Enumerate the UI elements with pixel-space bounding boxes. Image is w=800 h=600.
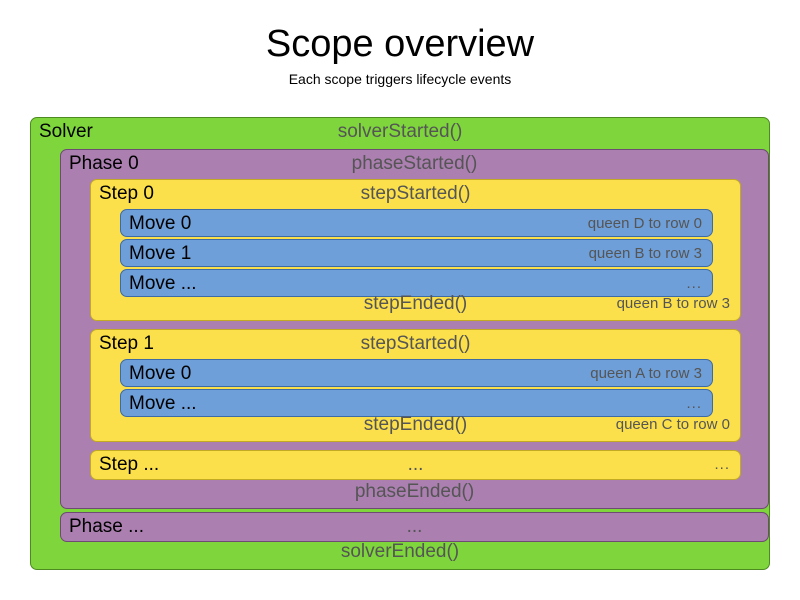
move-label: Move 1	[129, 243, 192, 264]
move-row: Move 1 queen B to row 3	[121, 240, 712, 268]
phase-ellipsis-label: Phase ...	[69, 516, 144, 537]
step-1-footer-row: stepEnded() queen C to row 0	[91, 410, 740, 439]
solver-header-row: Solver solverStarted()	[31, 118, 769, 146]
solver-scope[interactable]: Solver solverStarted() Phase 0 phaseStar…	[30, 117, 770, 570]
step-0-scope[interactable]: Step 0 stepStarted() Move 0 queen D to r…	[90, 179, 741, 321]
phase-0-scope[interactable]: Phase 0 phaseStarted() Step 0 stepStarte…	[60, 149, 769, 509]
phase-0-started-event: phaseStarted()	[351, 153, 478, 174]
move-value: queen D to row 0	[587, 215, 702, 232]
step-ellipsis-event: ...	[407, 454, 424, 475]
step-1-move-ellipsis[interactable]: Move ... ...	[120, 389, 713, 417]
step-1-scope[interactable]: Step 1 stepStarted() Move 0 queen A to r…	[90, 329, 741, 442]
move-value: queen A to row 3	[590, 365, 702, 382]
step-0-move-1[interactable]: Move 1 queen B to row 3	[120, 239, 713, 267]
step-ellipsis-value: ...	[714, 456, 730, 473]
move-row: Move ... ...	[121, 390, 712, 418]
step-0-ended-value: queen B to row 3	[616, 295, 730, 312]
move-value: ...	[686, 275, 702, 292]
step-0-ended-event: stepEnded()	[363, 293, 468, 314]
scope-overview-diagram: Solver solverStarted() Phase 0 phaseStar…	[30, 117, 770, 570]
step-1-move-0[interactable]: Move 0 queen A to row 3	[120, 359, 713, 387]
move-label: Move 0	[129, 363, 192, 384]
step-ellipsis-label: Step ...	[99, 454, 160, 475]
step-0-label: Step 0	[99, 183, 154, 204]
page-subtitle: Each scope triggers lifecycle events	[288, 71, 512, 87]
solver-ended-event: solverEnded()	[340, 541, 460, 562]
step-1-ended-event: stepEnded()	[363, 414, 468, 435]
phase-0-header-row: Phase 0 phaseStarted()	[61, 150, 768, 178]
step-1-header-row: Step 1 stepStarted()	[91, 330, 740, 358]
phase-0-label: Phase 0	[69, 153, 139, 174]
step-1-ended-value: queen C to row 0	[615, 416, 730, 433]
page-title: Scope overview	[265, 23, 535, 65]
move-row: Move 0 queen D to row 0	[121, 210, 712, 238]
step-0-started-event: stepStarted()	[360, 183, 471, 204]
solver-started-event: solverStarted()	[337, 121, 463, 142]
step-1-label: Step 1	[99, 333, 154, 354]
step-0-move-ellipsis[interactable]: Move ... ...	[120, 269, 713, 297]
phase-0-footer-row: phaseEnded()	[61, 477, 768, 506]
move-label: Move ...	[129, 393, 197, 414]
move-row: Move 0 queen A to row 3	[121, 360, 712, 388]
step-ellipsis-scope[interactable]: Step ... ... ...	[90, 450, 741, 480]
move-value: queen B to row 3	[588, 245, 702, 262]
step-0-header-row: Step 0 stepStarted()	[91, 180, 740, 208]
move-label: Move 0	[129, 213, 192, 234]
step-ellipsis-row: Step ... ... ...	[91, 451, 740, 479]
phase-0-ended-event: phaseEnded()	[354, 481, 475, 502]
solver-label: Solver	[39, 121, 93, 142]
move-row: Move ... ...	[121, 270, 712, 298]
move-value: ...	[686, 395, 702, 412]
solver-footer-row: solverEnded()	[31, 537, 769, 566]
step-0-footer-row: stepEnded() queen B to row 3	[91, 289, 740, 318]
step-1-started-event: stepStarted()	[360, 333, 471, 354]
page-header: Scope overview Each scope triggers lifec…	[0, 0, 800, 88]
move-label: Move ...	[129, 273, 197, 294]
step-0-move-0[interactable]: Move 0 queen D to row 0	[120, 209, 713, 237]
phase-ellipsis-scope[interactable]: Phase ... ...	[60, 512, 769, 542]
